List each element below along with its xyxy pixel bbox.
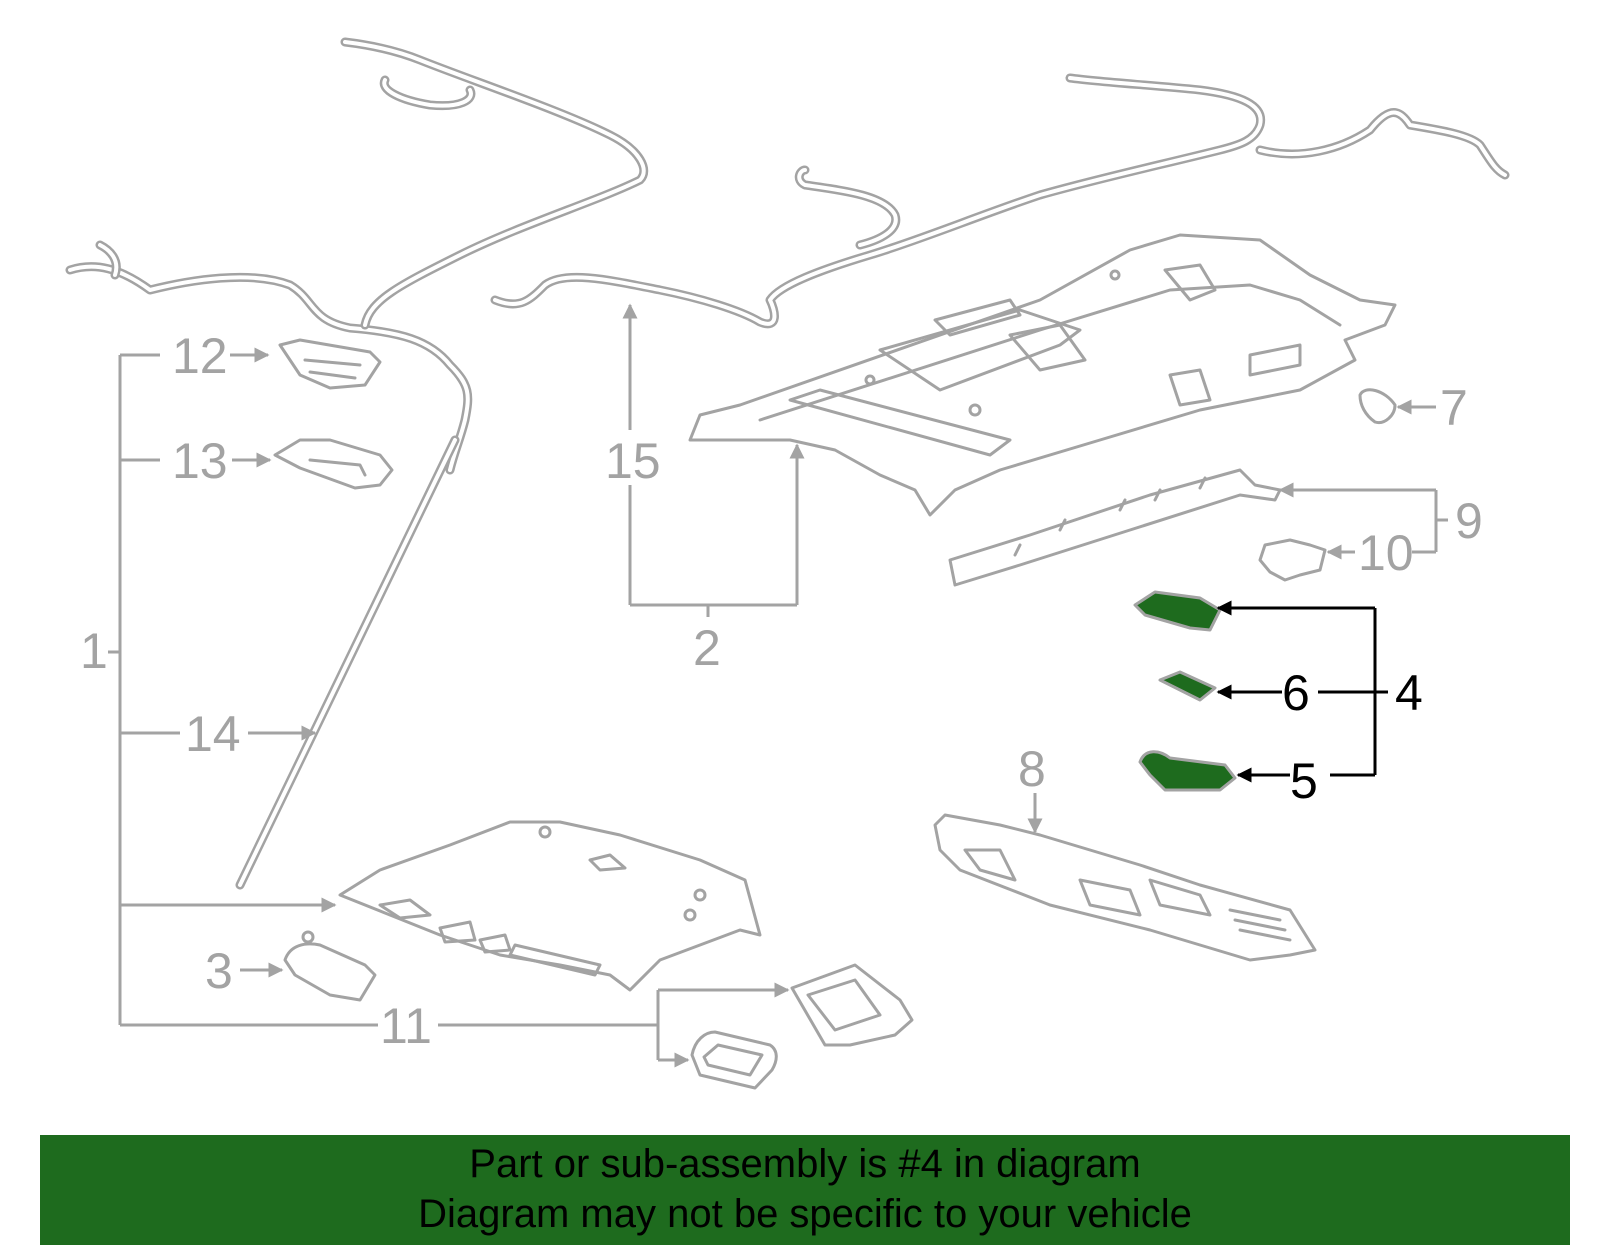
visor-mirror-insert bbox=[1158, 670, 1217, 702]
callout-2-leaders bbox=[622, 303, 805, 617]
rear-console-panel bbox=[933, 813, 1317, 962]
callout-1: 1 bbox=[80, 623, 108, 679]
front-headliner bbox=[338, 820, 762, 992]
callout-13: 13 bbox=[172, 433, 228, 489]
header-rod bbox=[235, 435, 460, 890]
visor-lower-cover bbox=[1138, 750, 1237, 792]
vanity-frame bbox=[790, 963, 914, 1047]
callout-9: 9 bbox=[1455, 493, 1483, 549]
callout-14: 14 bbox=[185, 706, 241, 762]
bracket bbox=[1258, 538, 1327, 582]
callout-10: 10 bbox=[1358, 525, 1414, 581]
visor-upper-cover bbox=[1133, 590, 1222, 632]
callout-1-leaders bbox=[108, 347, 790, 1068]
callout-8: 8 bbox=[1018, 741, 1046, 797]
banner-line-1: Part or sub-assembly is #4 in diagram bbox=[469, 1142, 1141, 1186]
callout-12: 12 bbox=[172, 328, 228, 384]
callout-11: 11 bbox=[380, 998, 432, 1054]
vanity-mirror bbox=[690, 1030, 778, 1090]
callout-4-leaders bbox=[1216, 600, 1388, 783]
callout-15: 15 bbox=[605, 433, 661, 489]
callout-9-leaders bbox=[1278, 482, 1448, 560]
roof-wiring-harness bbox=[490, 73, 1510, 329]
banner-line-2: Diagram may not be specific to your vehi… bbox=[418, 1192, 1192, 1236]
callout-4: 4 bbox=[1395, 665, 1423, 721]
callout-6: 6 bbox=[1282, 665, 1310, 721]
callout-2: 2 bbox=[693, 620, 721, 676]
sun-visor bbox=[283, 930, 377, 1002]
clip bbox=[1358, 388, 1397, 425]
front-wiring-harness bbox=[65, 37, 649, 475]
info-banner: Part or sub-assembly is #4 in diagram Di… bbox=[40, 1135, 1570, 1245]
dome-light bbox=[278, 338, 382, 390]
reading-lamp bbox=[273, 438, 394, 490]
headliner-panel bbox=[688, 233, 1397, 517]
callout-3: 3 bbox=[205, 943, 233, 999]
side-rail bbox=[948, 468, 1282, 587]
callout-7: 7 bbox=[1440, 380, 1468, 436]
callout-5: 5 bbox=[1290, 753, 1318, 809]
